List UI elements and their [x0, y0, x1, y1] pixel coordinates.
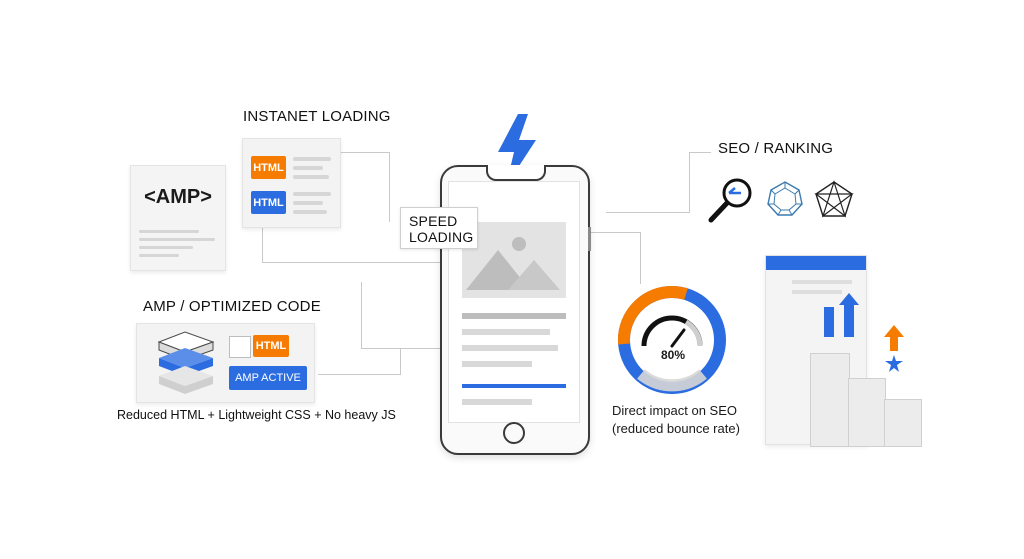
amp-doc-line [139, 254, 179, 257]
card-line [293, 201, 323, 205]
panel-header [766, 256, 866, 270]
speed-loading-box: SPEED LOADING [400, 207, 478, 249]
instant-loading-title: INSTANET LOADING [243, 108, 391, 125]
gauge-value: 80% [660, 348, 686, 362]
connector-gauge-h [588, 232, 640, 233]
connector-instant-speed-v [389, 152, 390, 222]
amp-active-button[interactable]: AMP ACTIVE [229, 366, 307, 390]
html-tag-orange: HTML [253, 335, 289, 357]
html-tag-blue: HTML [251, 191, 286, 214]
connector-seo-v [689, 152, 690, 213]
lightning-bolt-icon [498, 114, 536, 186]
connector-seo-h [606, 212, 690, 213]
progress-line [462, 384, 566, 388]
amp-doc-line [139, 246, 193, 249]
connector-optimized-h [361, 348, 441, 349]
rank-bar [810, 353, 850, 447]
connector-instant-phone-v [262, 228, 263, 262]
card-line [293, 166, 323, 170]
panel-line [792, 280, 852, 284]
rank-up-arrow-icon [884, 325, 904, 372]
card-line [293, 157, 331, 161]
seo-gauge [617, 286, 726, 394]
magnifier-icon [708, 178, 752, 223]
card-line [293, 175, 329, 179]
content-line [462, 345, 558, 351]
content-line [462, 399, 532, 405]
content-line [462, 361, 532, 367]
trending-up-icon [824, 293, 859, 337]
home-button[interactable] [503, 422, 525, 444]
side-button [588, 227, 591, 251]
instant-loading-card: HTML HTML [242, 138, 341, 228]
connector-gauge-v [640, 232, 641, 284]
content-line [462, 313, 566, 319]
amp-document: <AMP> [130, 165, 226, 271]
connector-seo-h2 [689, 152, 711, 153]
content-line [462, 329, 550, 335]
connector-optimized-v2 [400, 348, 401, 375]
speed-loading-line1: SPEED [409, 213, 458, 229]
optimized-caption: Reduced HTML + Lightweight CSS + No heav… [117, 408, 396, 422]
star-geometry-icon [814, 180, 854, 218]
diamond-geometry-icon [767, 181, 803, 216]
amp-doc-line [139, 238, 215, 241]
speed-loading-line2: LOADING [409, 229, 474, 245]
rank-bar [848, 378, 886, 447]
connector-optimized-v [361, 282, 362, 348]
connector-instant-speed-h [340, 152, 390, 153]
gauge-caption-line2: (reduced bounce rate) [612, 421, 740, 436]
seo-ranking-title: SEO / RANKING [718, 140, 834, 157]
connector-optimized-h2 [318, 374, 401, 375]
gauge-caption-line1: Direct impact on SEO [612, 403, 737, 418]
html-tag-orange: HTML [251, 156, 286, 179]
phone-notch [486, 165, 546, 181]
card-line [293, 210, 327, 214]
connector-instant-phone-h [262, 262, 442, 263]
rank-bar [884, 399, 922, 447]
optimized-code-title: AMP / OPTIMIZED CODE [143, 298, 321, 315]
card-line [293, 192, 331, 196]
image-placeholder-icon [462, 222, 566, 298]
amp-document-label: <AMP> [144, 186, 212, 208]
checkbox[interactable] [229, 336, 251, 358]
optimized-code-card: HTML AMP ACTIVE [136, 323, 315, 403]
stacked-layers-icon [157, 331, 215, 394]
panel-line [792, 290, 842, 294]
phone [440, 165, 591, 455]
amp-doc-line [139, 230, 199, 233]
